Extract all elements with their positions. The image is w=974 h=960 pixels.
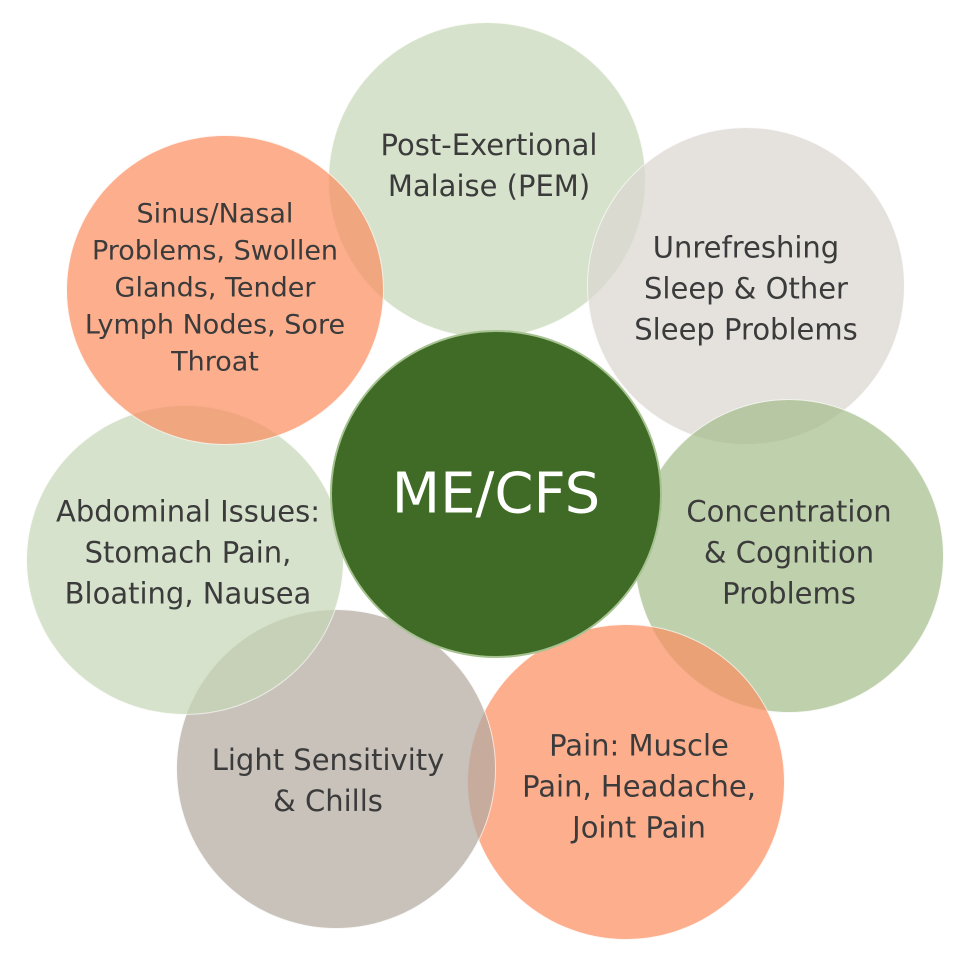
bubble-sinus: [66, 135, 384, 445]
bubble-sleep: [587, 127, 905, 445]
center-label: ME/CFS: [391, 461, 601, 527]
bubble-abdominal: [26, 405, 344, 715]
label-pain: Pain: Muscle Pain, Headache, Joint Pain: [522, 728, 756, 845]
label-concentration: Concentration & Cognition Problems: [686, 494, 892, 611]
label-sinus: Sinus/Nasal Problems, Swollen Glands, Te…: [84, 198, 346, 378]
center-circle: [330, 330, 662, 658]
label-sleep: Unrefreshing Sleep & Other Sleep Problem…: [634, 230, 858, 347]
bubble-pain: [467, 624, 785, 940]
label-abdominal: Abdominal Issues: Stomach Pain, Bloating…: [55, 494, 321, 611]
label-light: Light Sensitivity & Chills: [211, 743, 445, 818]
label-pem: Post-Exertional Malaise (PEM): [380, 128, 598, 203]
